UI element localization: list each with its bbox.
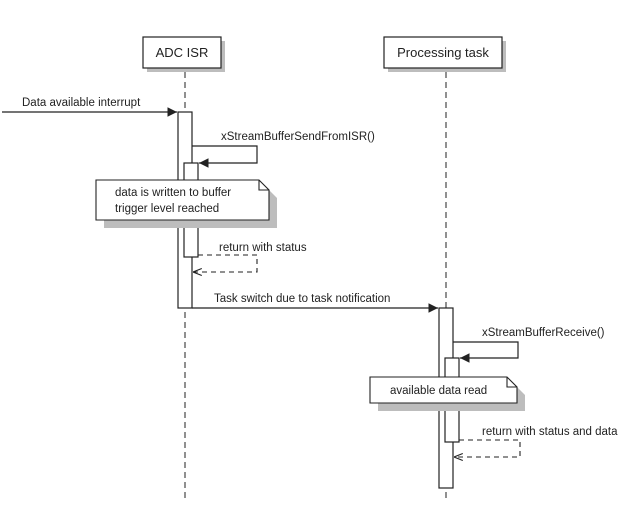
participant-processing-task: Processing task bbox=[383, 36, 506, 72]
message-task-switch: Task switch due to task notification bbox=[192, 293, 438, 313]
message-data-available-interrupt-label: Data available interrupt bbox=[22, 97, 141, 109]
message-return-with-status-and-data-label: return with status and data bbox=[482, 426, 618, 438]
message-data-available-interrupt: Data available interrupt bbox=[2, 97, 177, 117]
message-task-switch-label: Task switch due to task notification bbox=[214, 293, 390, 305]
participant-adc-isr-label: ADC ISR bbox=[156, 45, 209, 60]
message-receive-label: xStreamBufferReceive() bbox=[482, 327, 605, 339]
note-buffer-write-line-1: data is written to buffer bbox=[115, 187, 231, 199]
message-send-from-isr-label: xStreamBufferSendFromISR() bbox=[221, 131, 375, 143]
message-return-with-status-label: return with status bbox=[219, 242, 307, 254]
participant-adc-isr: ADC ISR bbox=[142, 36, 225, 72]
note-buffer-write-line-2: trigger level reached bbox=[115, 203, 219, 215]
message-return-with-status-and-data: return with status and data bbox=[454, 426, 618, 457]
note-data-read: available data read bbox=[369, 376, 525, 411]
note-data-read-line-1: available data read bbox=[390, 385, 487, 397]
message-send-from-isr: xStreamBufferSendFromISR() bbox=[192, 131, 375, 168]
note-buffer-write: data is written to buffer trigger level … bbox=[95, 179, 277, 228]
message-receive: xStreamBufferReceive() bbox=[453, 327, 605, 363]
message-return-with-status: return with status bbox=[193, 242, 307, 272]
participant-processing-task-label: Processing task bbox=[397, 45, 489, 60]
